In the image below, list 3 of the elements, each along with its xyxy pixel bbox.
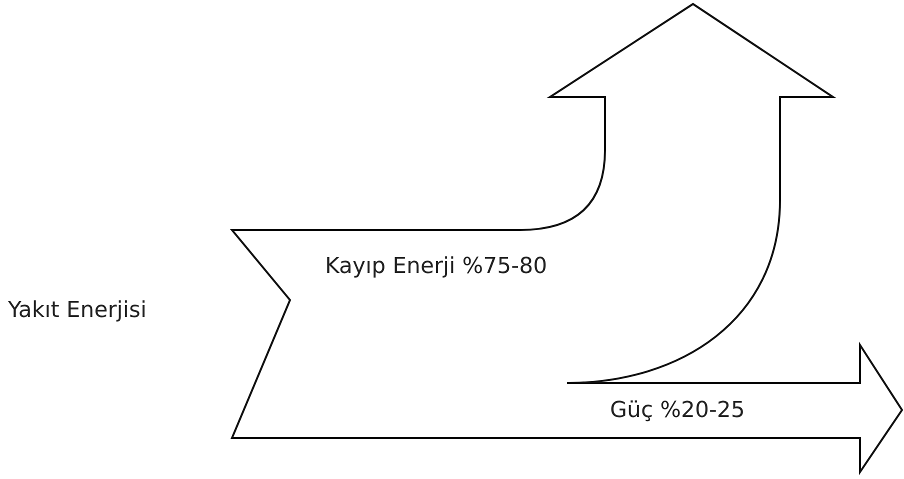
loss-label: Kayıp Enerji %75-80 (325, 254, 548, 279)
output-label: Güç %20-25 (610, 398, 745, 423)
input-label: Yakıt Enerjisi (8, 298, 147, 323)
